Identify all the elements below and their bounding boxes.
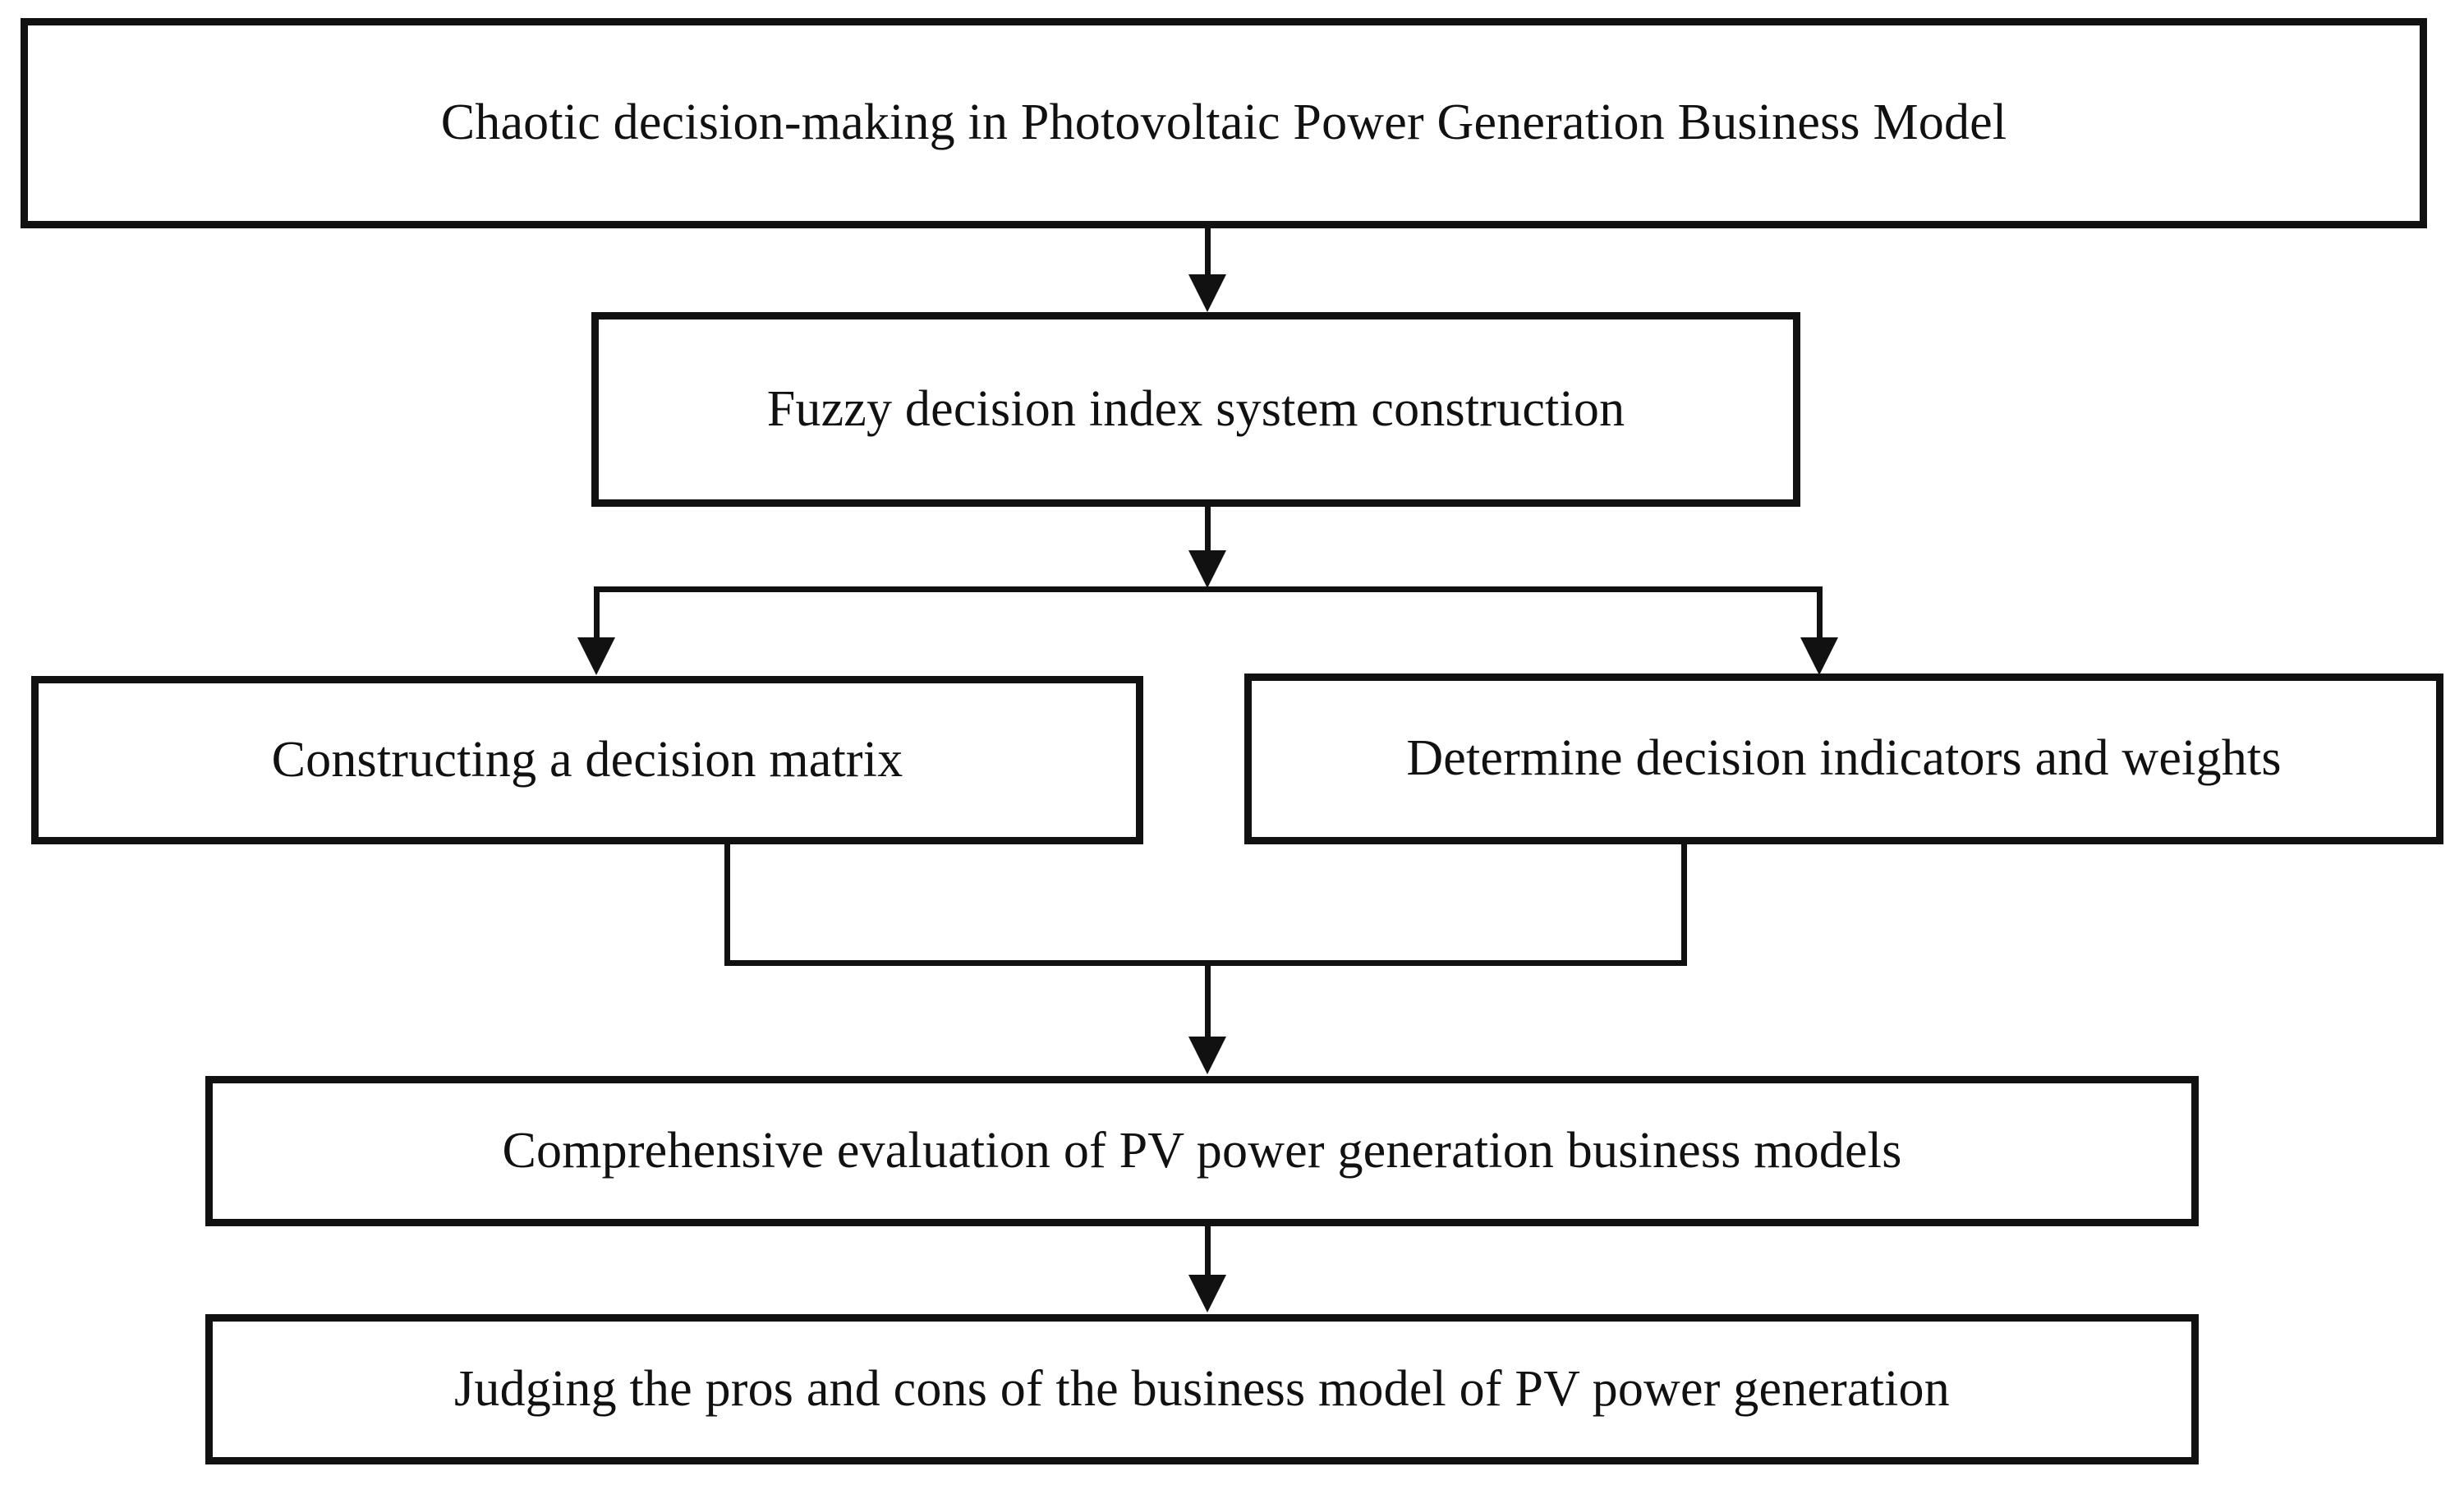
connector-split-horizontal-bar — [594, 586, 1823, 592]
connector-merge-to-evaluation-line — [1205, 960, 1211, 1039]
arrowhead-down-icon-title-to-fuzzy — [1188, 274, 1226, 312]
node-label-indicators-weights: Determine decision indicators and weight… — [1406, 730, 2282, 787]
connector-fuzzy-to-split-line — [1205, 507, 1211, 556]
flowchart-node-decision-matrix: Constructing a decision matrix — [31, 676, 1143, 844]
node-label-title: Chaotic decision-making in Photovoltaic … — [440, 94, 2007, 151]
node-label-fuzzy-index-system: Fuzzy decision index system construction — [766, 380, 1625, 437]
flowchart-node-indicators-weights: Determine decision indicators and weight… — [1244, 674, 2443, 844]
arrowhead-down-icon-to-indicators-weights — [1800, 637, 1838, 675]
arrowhead-down-icon-to-judging — [1188, 1275, 1226, 1313]
connector-title-to-fuzzy-line — [1205, 228, 1211, 279]
node-label-comprehensive-evaluation: Comprehensive evaluation of PV power gen… — [502, 1122, 1902, 1179]
flowchart-node-fuzzy-index-system: Fuzzy decision index system construction — [591, 312, 1800, 507]
connector-split-right-leg — [1817, 586, 1823, 642]
arrowhead-down-icon-fuzzy-to-split — [1188, 550, 1226, 588]
arrowhead-down-icon-to-decision-matrix — [577, 637, 615, 675]
node-label-judging-pros-cons: Judging the pros and cons of the busines… — [454, 1360, 1950, 1417]
connector-evaluation-to-judging-line — [1205, 1226, 1211, 1277]
flowchart-node-comprehensive-evaluation: Comprehensive evaluation of PV power gen… — [205, 1076, 2199, 1226]
connector-split-left-leg — [594, 586, 600, 642]
flowchart-node-judging-pros-cons: Judging the pros and cons of the busines… — [205, 1314, 2199, 1464]
connector-merge-right-leg — [1681, 844, 1687, 966]
node-label-decision-matrix: Constructing a decision matrix — [271, 731, 903, 788]
arrowhead-down-icon-to-comprehensive-evaluation — [1188, 1037, 1226, 1074]
flowchart-node-title: Chaotic decision-making in Photovoltaic … — [21, 18, 2427, 228]
connector-merge-left-leg — [724, 844, 730, 966]
